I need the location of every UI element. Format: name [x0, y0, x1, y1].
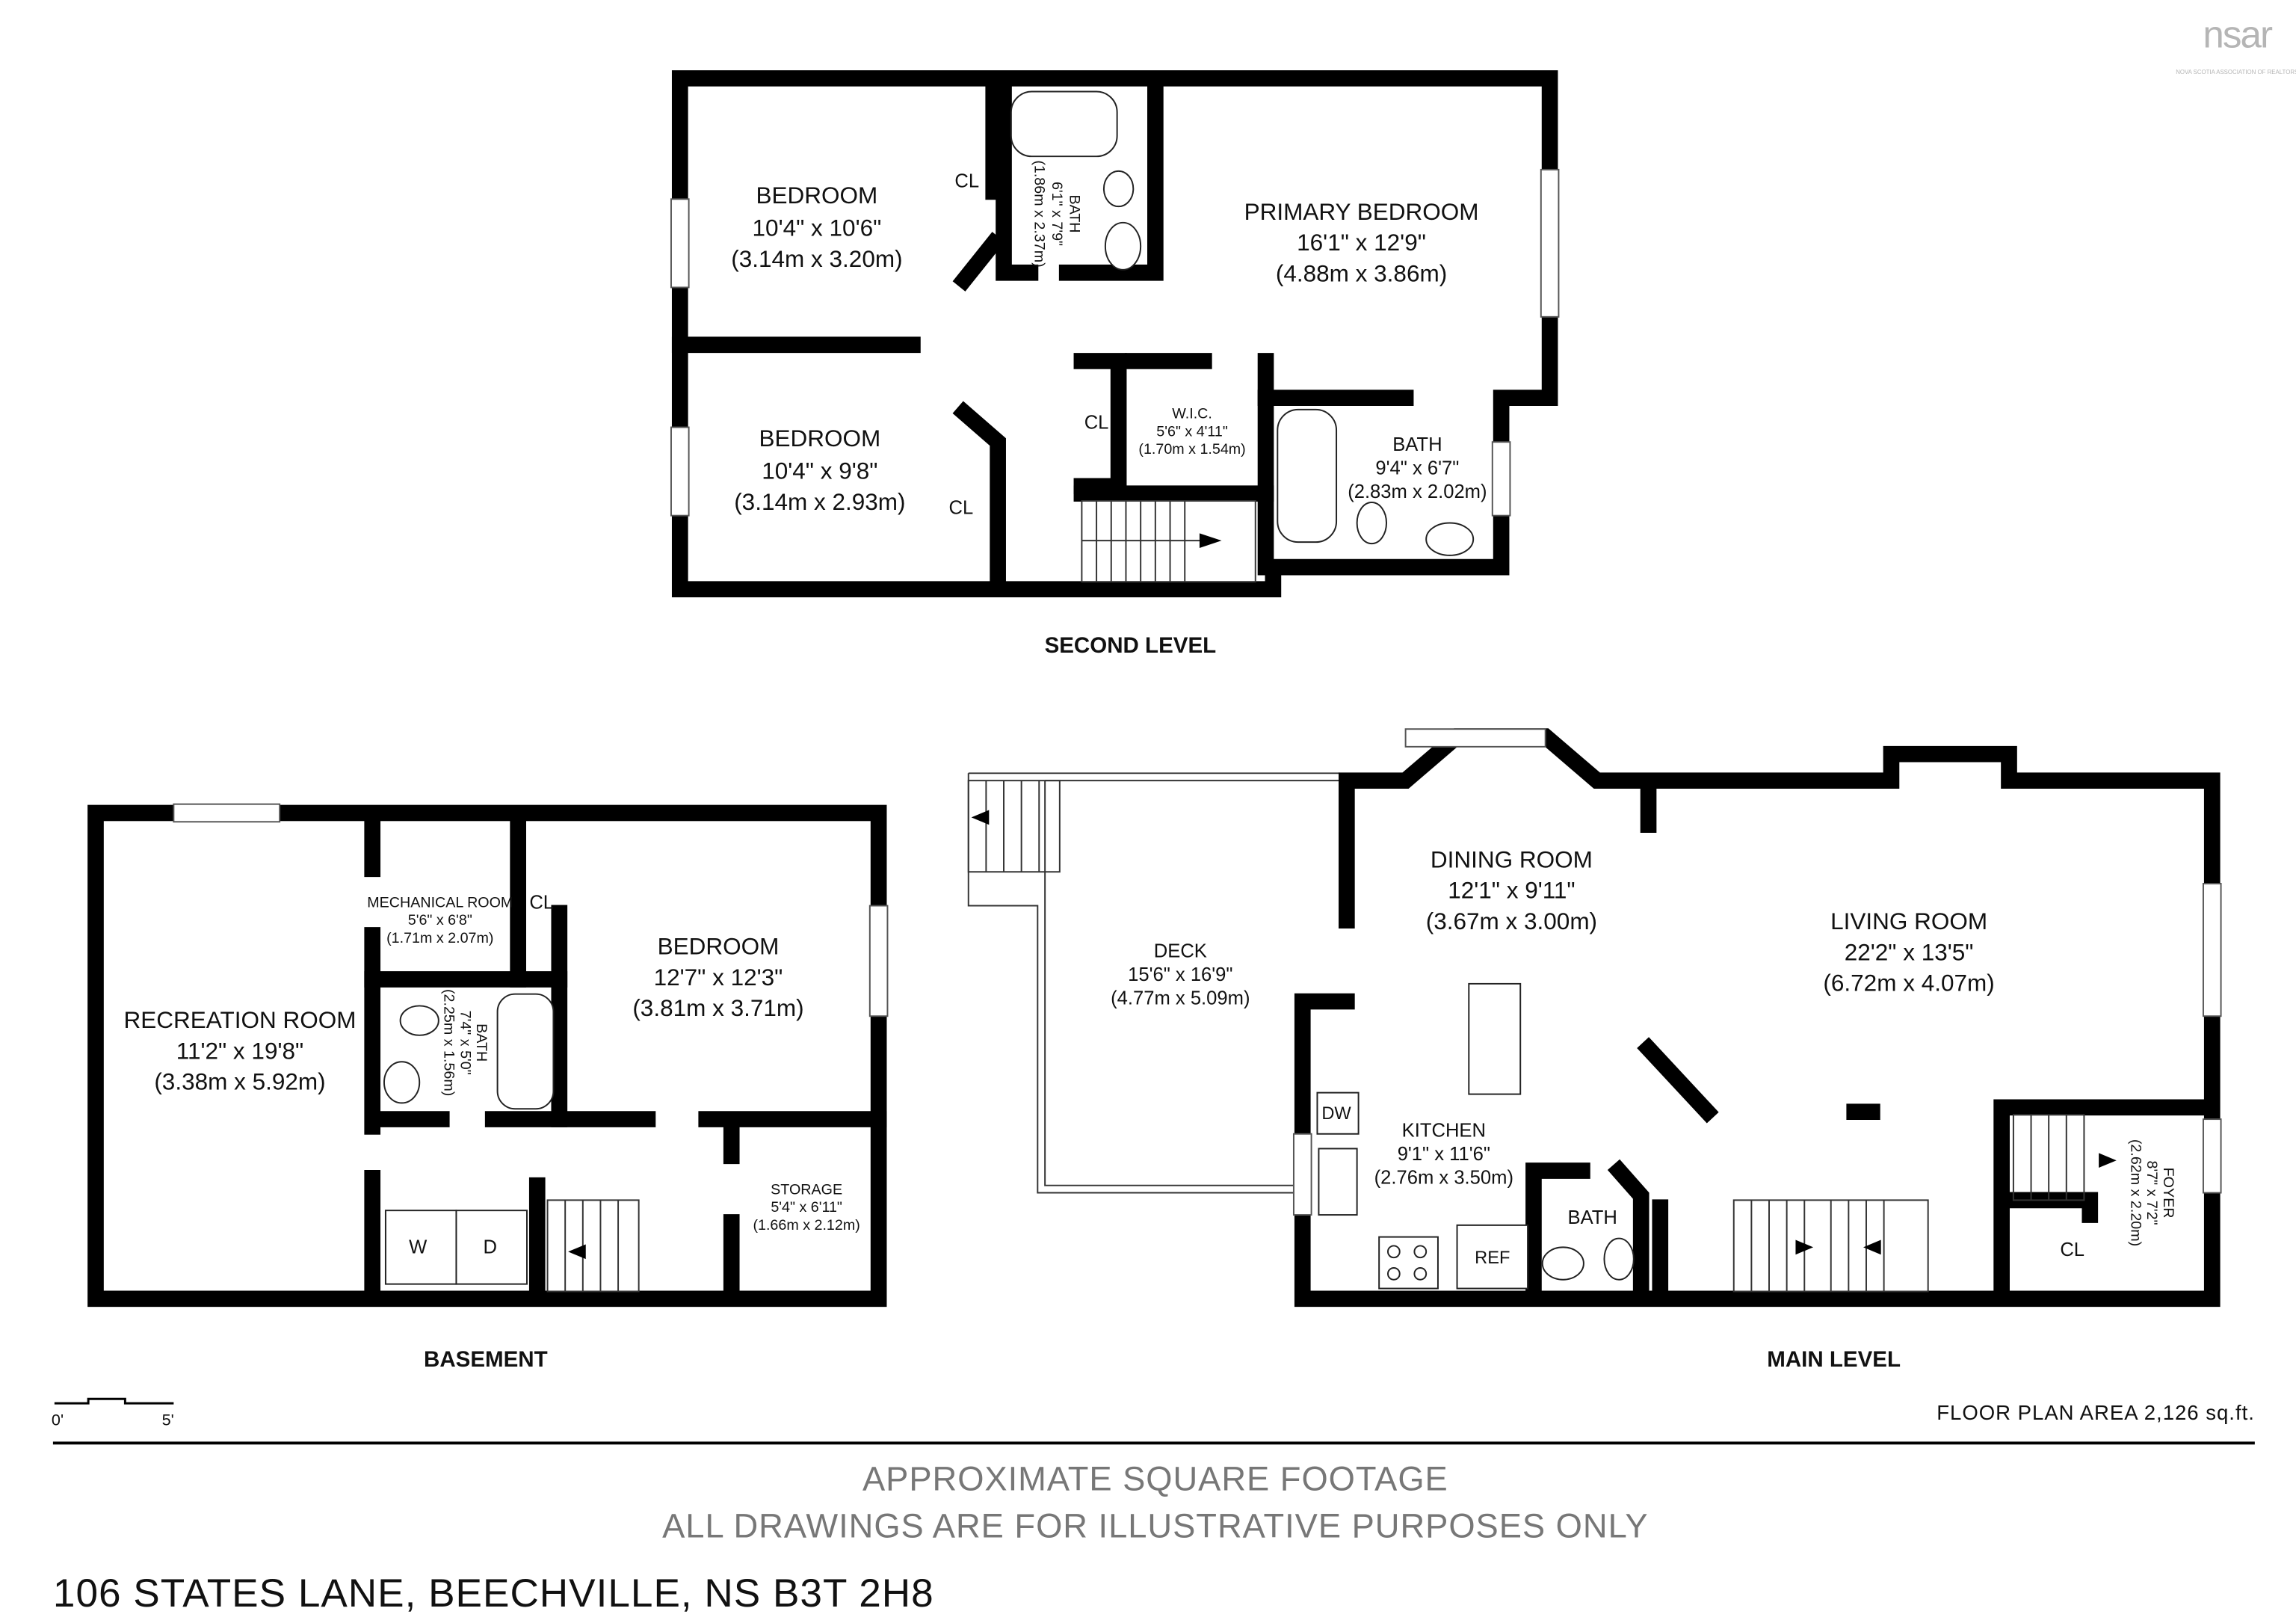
closet-label: CL — [2060, 1239, 2084, 1260]
refrigerator-label: REF — [1475, 1248, 1510, 1268]
svg-text:D: D — [484, 1237, 497, 1257]
room-bath: BATH — [1568, 1207, 1617, 1228]
svg-text:(1.66m x 2.12m): (1.66m x 2.12m) — [753, 1217, 860, 1234]
svg-text:RECREATION ROOM: RECREATION ROOM — [124, 1006, 357, 1033]
svg-text:5'6" x 6'8": 5'6" x 6'8" — [408, 912, 472, 928]
svg-text:(1.86m x 2.37m): (1.86m x 2.37m) — [1031, 160, 1047, 267]
room-bath-2: BATH 9'4" x 6'7" (2.83m x 2.02m) — [1348, 434, 1487, 502]
room-bedroom-1: BEDROOM 10'4" x 10'6" (3.14m x 3.20m) — [731, 182, 902, 272]
svg-text:BATH: BATH — [1392, 434, 1442, 455]
svg-text:10'4" x 10'6": 10'4" x 10'6" — [753, 215, 882, 241]
level-title: MAIN LEVEL — [1767, 1347, 1901, 1372]
svg-text:10'4" x 9'8": 10'4" x 9'8" — [762, 457, 877, 484]
svg-text:8'7" x 7'2": 8'7" x 7'2" — [2144, 1160, 2160, 1225]
svg-text:(3.67m x 3.00m): (3.67m x 3.00m) — [1426, 908, 1597, 934]
room-recreation: RECREATION ROOM 11'2" x 19'8" (3.38m x 5… — [124, 1006, 357, 1095]
svg-text:NOVA SCOTIA ASSOCIATION OF REA: NOVA SCOTIA ASSOCIATION OF REALTORS — [2176, 69, 2296, 76]
svg-text:9'4" x 6'7": 9'4" x 6'7" — [1375, 458, 1459, 479]
svg-text:STORAGE: STORAGE — [771, 1182, 842, 1198]
room-foyer: FOYER 8'7" x 7'2" (2.62m x 2.20m) — [2127, 1139, 2176, 1246]
room-bath: BATH 7'4" x 5'0" (2.25m x 1.56m) — [441, 989, 490, 1096]
closet-label: CL — [529, 892, 554, 913]
room-primary-bedroom: PRIMARY BEDROOM 16'1" x 12'9" (4.88m x 3… — [1244, 198, 1479, 287]
deck-outline — [967, 772, 1339, 1194]
second-level-plan: BEDROOM 10'4" x 10'6" (3.14m x 3.20m) BE… — [670, 70, 1560, 658]
svg-text:(2.25m x 1.56m): (2.25m x 1.56m) — [441, 989, 457, 1096]
room-kitchen: KITCHEN 9'1" x 11'6" (2.76m x 3.50m) — [1374, 1121, 1513, 1189]
svg-text:(3.14m x 3.20m): (3.14m x 3.20m) — [731, 245, 902, 272]
room-living: LIVING ROOM 22'2" x 13'5" (6.72m x 4.07m… — [1823, 908, 1994, 997]
svg-text:12'1" x 9'11": 12'1" x 9'11" — [1448, 877, 1575, 904]
svg-text:6'1" x 7'9": 6'1" x 7'9" — [1049, 182, 1065, 246]
room-deck: DECK 15'6" x 16'9" (4.77m x 5.09m) — [1111, 940, 1250, 1008]
main-level-plan: DW REF DECK 15'6" x 16'9" (4.77m x 5.09m… — [967, 728, 2222, 1372]
svg-text:(1.70m x 1.54m): (1.70m x 1.54m) — [1138, 441, 1245, 458]
svg-text:BATH: BATH — [473, 1023, 490, 1062]
svg-text:7'4" x 5'0": 7'4" x 5'0" — [457, 1011, 473, 1075]
svg-text:(2.62m x 2.20m): (2.62m x 2.20m) — [2127, 1139, 2144, 1246]
svg-text:11'2" x 19'8": 11'2" x 19'8" — [176, 1037, 303, 1064]
svg-text:22'2" x 13'5": 22'2" x 13'5" — [1845, 938, 1974, 965]
scale-bar: 0' 5' — [52, 1397, 174, 1429]
room-bath-1: BATH 6'1" x 7'9" (1.86m x 2.37m) — [1031, 160, 1082, 267]
svg-text:PRIMARY BEDROOM: PRIMARY BEDROOM — [1244, 198, 1479, 225]
svg-text:nsar: nsar — [2203, 13, 2273, 55]
svg-text:(1.71m x 2.07m): (1.71m x 2.07m) — [386, 930, 493, 946]
room-storage: STORAGE 5'4" x 6'11" (1.66m x 2.12m) — [753, 1182, 860, 1234]
svg-text:16'1" x 12'9": 16'1" x 12'9" — [1297, 229, 1426, 256]
disclaimer-line-1: APPROXIMATE SQUARE FOOTAGE — [862, 1459, 1448, 1497]
svg-text:(4.88m x 3.86m): (4.88m x 3.86m) — [1276, 260, 1447, 287]
floor-plan-area: FLOOR PLAN AREA 2,126 sq.ft. — [1937, 1401, 2255, 1424]
basement-plan: W D RECREATION ROOM 11'2" x 19'8" (3.38m… — [87, 803, 889, 1372]
closet-label: CL — [949, 498, 974, 519]
svg-text:DINING ROOM: DINING ROOM — [1431, 846, 1593, 872]
dishwasher-label: DW — [1321, 1104, 1351, 1124]
room-wic: W.I.C. 5'6" x 4'11" (1.70m x 1.54m) — [1138, 406, 1245, 458]
svg-text:(3.81m x 3.71m): (3.81m x 3.71m) — [632, 994, 803, 1021]
svg-text:BEDROOM: BEDROOM — [756, 182, 878, 209]
svg-text:5'4" x 6'11": 5'4" x 6'11" — [771, 1199, 842, 1216]
nsar-logo: nsar NOVA SCOTIA ASSOCIATION OF REALTORS — [2176, 13, 2296, 75]
svg-text:W.I.C.: W.I.C. — [1172, 406, 1212, 422]
svg-text:5': 5' — [162, 1411, 174, 1429]
property-address: 106 STATES LANE, BEECHVILLE, NS B3T 2H8 — [53, 1571, 934, 1616]
svg-text:DECK: DECK — [1154, 940, 1207, 961]
svg-text:(2.83m x 2.02m): (2.83m x 2.02m) — [1348, 481, 1487, 502]
closet-label: CL — [1084, 413, 1109, 434]
svg-text:0': 0' — [52, 1411, 64, 1429]
svg-text:(4.77m x 5.09m): (4.77m x 5.09m) — [1111, 988, 1250, 1008]
svg-text:9'1" x 11'6": 9'1" x 11'6" — [1398, 1144, 1490, 1165]
svg-text:FOYER: FOYER — [2160, 1168, 2176, 1219]
svg-text:LIVING ROOM: LIVING ROOM — [1830, 908, 1987, 934]
svg-text:BATH: BATH — [1067, 194, 1083, 232]
room-dining: DINING ROOM 12'1" x 9'11" (3.67m x 3.00m… — [1426, 846, 1597, 934]
svg-text:(3.14m x 2.93m): (3.14m x 2.93m) — [734, 488, 905, 515]
svg-text:KITCHEN: KITCHEN — [1402, 1121, 1486, 1142]
room-bedroom: BEDROOM 12'7" x 12'3" (3.81m x 3.71m) — [632, 933, 803, 1022]
svg-text:12'7" x 12'3": 12'7" x 12'3" — [654, 964, 783, 991]
closet-label: CL — [954, 171, 979, 192]
svg-text:BEDROOM: BEDROOM — [759, 425, 880, 452]
svg-text:5'6" x 4'11": 5'6" x 4'11" — [1156, 423, 1228, 440]
level-title: BASEMENT — [424, 1347, 548, 1372]
room-bedroom-2: BEDROOM 10'4" x 9'8" (3.14m x 2.93m) — [734, 425, 905, 515]
svg-text:W: W — [409, 1237, 428, 1257]
svg-text:BEDROOM: BEDROOM — [658, 933, 780, 960]
level-title: SECOND LEVEL — [1045, 633, 1217, 658]
svg-text:15'6" x 16'9": 15'6" x 16'9" — [1128, 964, 1232, 985]
disclaimer-line-2: ALL DRAWINGS ARE FOR ILLUSTRATIVE PURPOS… — [662, 1506, 1648, 1545]
svg-text:(6.72m x 4.07m): (6.72m x 4.07m) — [1823, 970, 1994, 997]
svg-text:(2.76m x 3.50m): (2.76m x 3.50m) — [1374, 1168, 1513, 1189]
svg-text:MECHANICAL ROOM: MECHANICAL ROOM — [367, 895, 513, 911]
washer-dryer: W D — [384, 1210, 528, 1285]
room-mechanical: MECHANICAL ROOM 5'6" x 6'8" (1.71m x 2.0… — [367, 895, 513, 946]
svg-text:(3.38m x 5.92m): (3.38m x 5.92m) — [154, 1068, 325, 1095]
